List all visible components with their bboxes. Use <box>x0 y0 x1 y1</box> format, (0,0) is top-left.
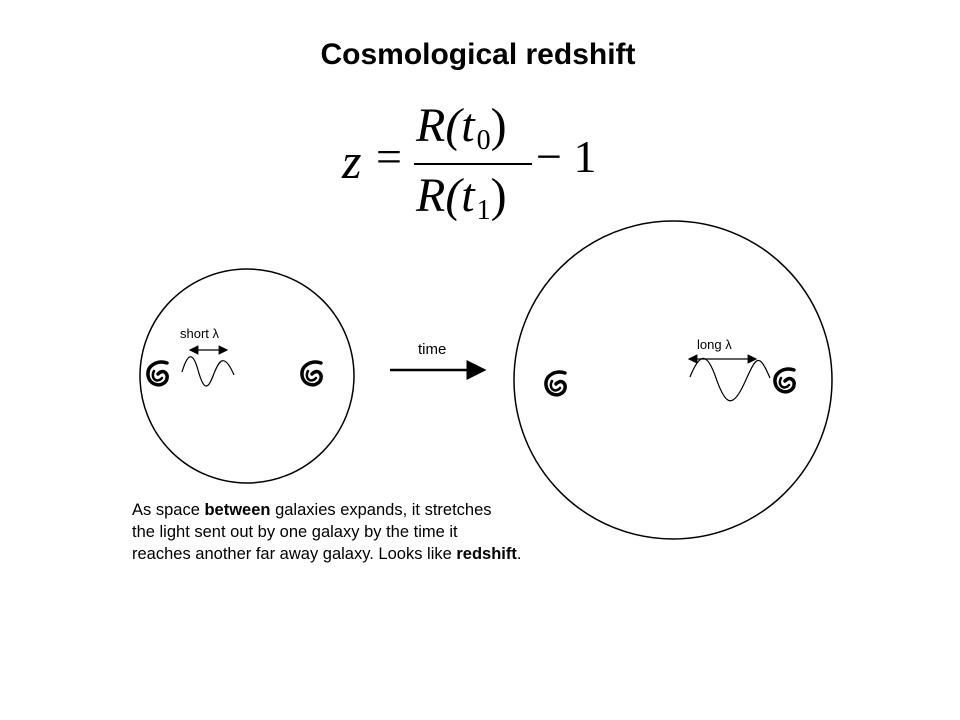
large-universe-circle <box>513 220 833 540</box>
numerator-subscript: 0 <box>476 125 491 156</box>
caption-text: reaches another far away galaxy. Looks l… <box>132 545 457 563</box>
caption-text: galaxies expands, it stretches <box>270 501 492 519</box>
formula-numerator: R(t0) <box>416 98 507 157</box>
short-wavelength-label: short λ <box>180 326 220 341</box>
formula-minus-one: − 1 <box>536 131 597 182</box>
redshift-formula: z = R(t0) R(t1) − 1 <box>336 98 596 228</box>
caption-line: reaches another far away galaxy. Looks l… <box>132 543 592 565</box>
short-wave <box>181 356 235 387</box>
caption-line: As space between galaxies expands, it st… <box>132 499 592 521</box>
long-wavelength-label: long λ <box>697 337 732 352</box>
fraction-bar <box>414 163 532 165</box>
time-label: time <box>418 341 446 358</box>
caption-text: . <box>516 545 522 563</box>
formula-denominator: R(t1) <box>416 168 507 227</box>
galaxy-icon <box>300 360 323 387</box>
numerator-close: ) <box>490 99 507 152</box>
caption-line: the light sent out by one galaxy by the … <box>132 523 458 541</box>
long-wave <box>689 357 771 402</box>
caption-bold-between: between <box>204 501 271 519</box>
numerator-text: R(t <box>416 99 475 152</box>
galaxy-icon <box>544 370 567 397</box>
diagram-caption: As space between galaxies expands, it st… <box>132 499 592 565</box>
formula-equals: = <box>376 131 402 182</box>
denominator-subscript: 1 <box>476 195 491 226</box>
small-universe-circle <box>139 268 355 484</box>
denominator-close: ) <box>490 169 507 222</box>
galaxy-icon <box>146 360 169 387</box>
formula-z: z <box>342 133 362 189</box>
galaxy-icon <box>773 367 796 394</box>
denominator-text: R(t <box>416 169 475 222</box>
slide-title: Cosmological redshift <box>320 38 636 71</box>
caption-bold-redshift: redshift <box>456 545 517 563</box>
caption-text: As space <box>132 501 205 519</box>
